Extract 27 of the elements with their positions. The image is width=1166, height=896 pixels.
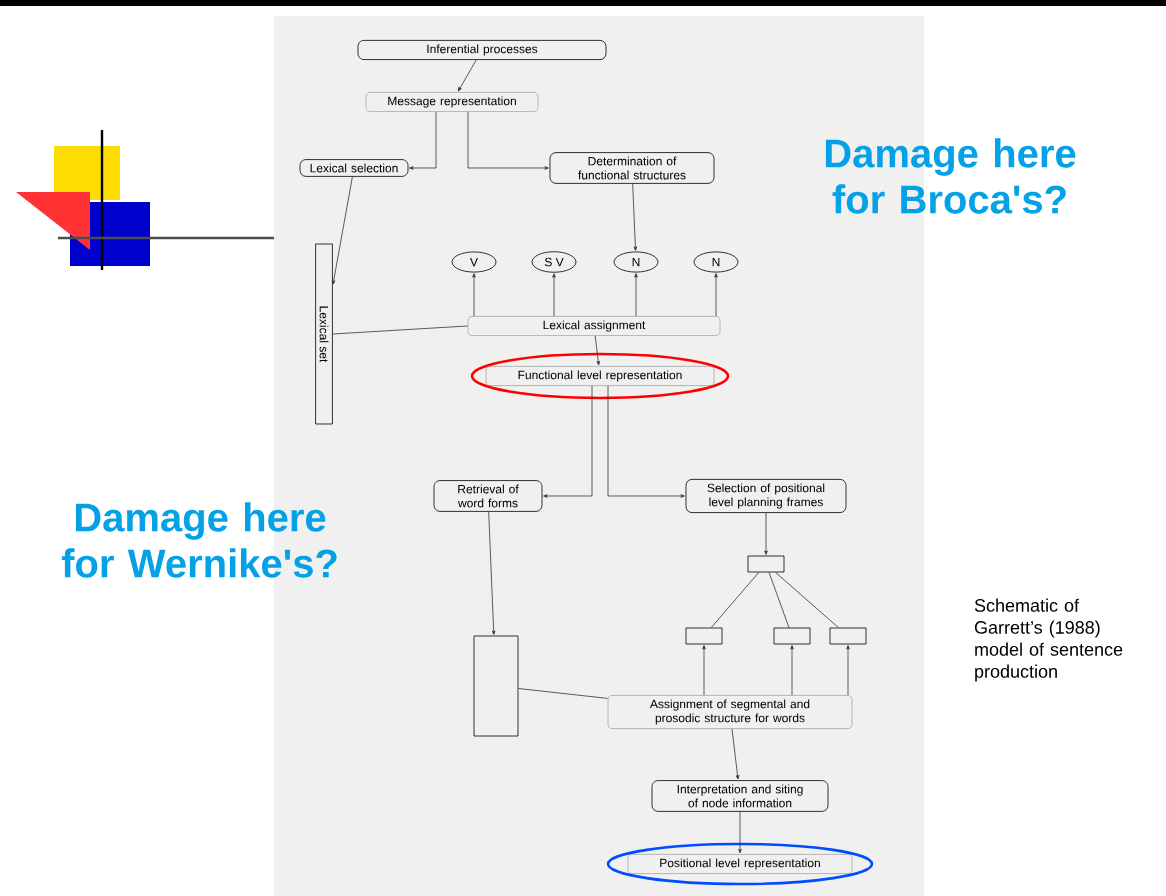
arrow xyxy=(488,511,496,635)
slot-frame xyxy=(829,627,867,645)
arrow xyxy=(731,728,740,780)
arrow xyxy=(607,385,685,498)
arrow xyxy=(846,645,850,696)
arrow xyxy=(634,273,638,317)
arrow xyxy=(632,183,638,251)
arrow xyxy=(594,335,600,366)
arrow xyxy=(543,385,593,498)
slot-frame xyxy=(685,627,723,645)
arrow xyxy=(738,811,742,854)
arrow xyxy=(714,273,718,317)
arrow xyxy=(764,512,768,555)
slot-frame xyxy=(773,627,811,645)
arrow xyxy=(702,645,706,696)
arrow xyxy=(552,273,556,317)
arrow xyxy=(409,111,437,170)
slot-frame xyxy=(747,555,785,573)
slot-frame xyxy=(473,635,519,737)
arrow xyxy=(472,273,476,317)
arrow xyxy=(457,59,477,92)
annotation-text: Damage here for Wernike's? xyxy=(61,502,337,578)
arrow xyxy=(790,645,794,696)
annotation-text: Damage here for Broca's? xyxy=(825,138,1076,214)
arrow xyxy=(331,176,353,285)
arrow xyxy=(467,111,549,170)
caption-text: Schematic of Garrett’s (1988) model of sentence production xyxy=(974,598,1123,682)
